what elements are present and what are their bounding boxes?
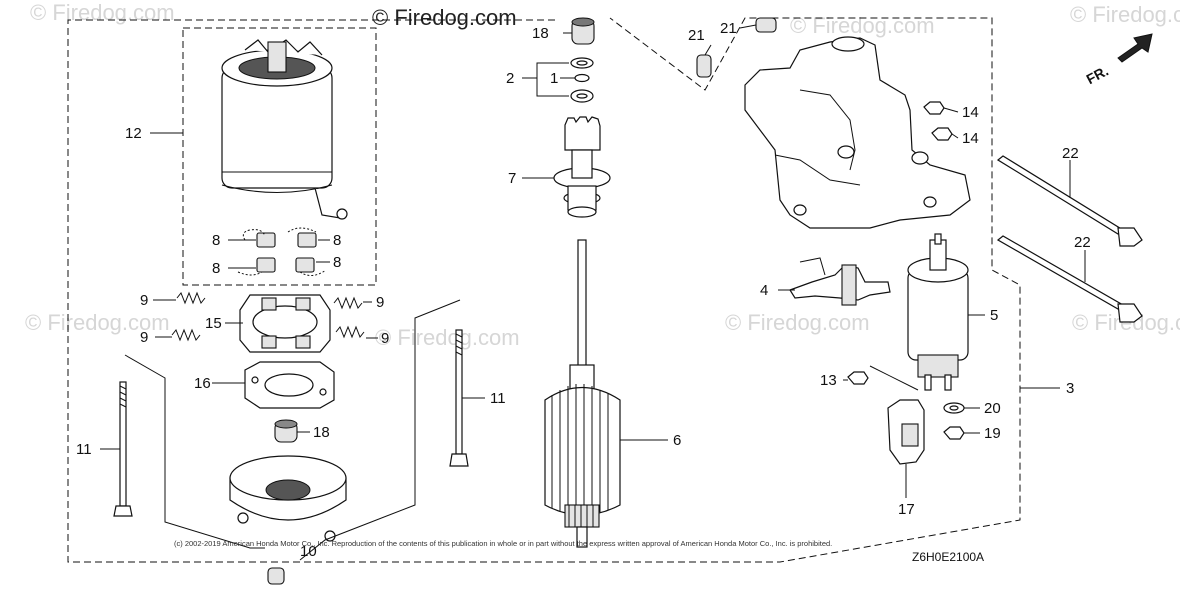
callout-14-b: 14 [962, 130, 979, 147]
bushing-part-18-upper [571, 17, 595, 45]
callout-14-a: 14 [962, 104, 979, 121]
callout-10: 10 [300, 543, 317, 560]
springs-part-9 [171, 291, 365, 342]
watermark-top-left: © Firedog.com [30, 0, 175, 25]
washers-part-1-2 [570, 57, 594, 103]
leader-bolt-11b-path [299, 299, 461, 561]
callout-18-upper: 18 [532, 25, 549, 42]
front-direction-indicator: FR. [1084, 33, 1153, 88]
leader-lines [100, 24, 1086, 498]
watermark-mid-center: © Firedog.com [375, 325, 520, 350]
callout-8-b: 8 [333, 232, 341, 249]
callout-4: 4 [760, 282, 768, 299]
callout-2: 2 [506, 70, 514, 87]
callout-17: 17 [898, 501, 915, 518]
callout-6: 6 [673, 432, 681, 449]
callout-7: 7 [508, 170, 516, 187]
callout-9-d: 9 [381, 330, 389, 347]
yoke-part-12 [221, 39, 348, 220]
dowel-part-21-b [755, 17, 777, 33]
callout-22-b: 22 [1074, 234, 1091, 251]
callout-21-a: 21 [688, 27, 705, 44]
pinion-part-7 [553, 116, 611, 218]
callout-8-a: 8 [212, 232, 220, 249]
callout-1: 1 [550, 70, 558, 87]
watermark-mid-left: © Firedog.com [25, 310, 170, 335]
cover-part-17 [887, 399, 925, 465]
callout-20: 20 [984, 400, 1001, 417]
callout-3: 3 [1066, 380, 1074, 397]
through-bolt-part-11-right [449, 329, 469, 467]
leader-bolt-11-path [124, 354, 265, 549]
bolt-part-22-b [996, 235, 1143, 323]
callout-11-left: 11 [76, 441, 92, 458]
bushing-part-18-bottom [267, 567, 285, 585]
callout-9-b: 9 [376, 294, 384, 311]
watermark-top-right: © Firedog.com [1070, 2, 1180, 27]
callout-9-a: 9 [140, 292, 148, 309]
assembly-boundary [67, 17, 1021, 563]
watermark-mid-right: © Firedog.com [725, 310, 870, 335]
front-label: FR. [1084, 63, 1111, 88]
callout-13: 13 [820, 372, 837, 389]
dowel-part-21-a [696, 54, 712, 78]
callout-5: 5 [990, 307, 998, 324]
callout-22-a: 22 [1062, 145, 1079, 162]
callout-labels: 12 18 2 1 7 8 8 8 8 9 9 9 9 15 16 18 11 … [76, 20, 1091, 560]
nut-part-13 [847, 371, 869, 385]
lever-part-4 [789, 257, 891, 306]
brush-holder-part-15 [239, 294, 331, 353]
callout-12: 12 [125, 125, 142, 142]
brush-group-boundary [182, 27, 377, 286]
callout-8-d: 8 [333, 254, 341, 271]
armature-part-6 [544, 239, 621, 548]
callout-21-b: 21 [720, 20, 737, 37]
nut-part-14-a [923, 101, 945, 115]
callout-18-lower: 18 [313, 424, 330, 441]
through-bolt-part-11-left [113, 381, 133, 517]
watermark-main: © Firedog.com [372, 5, 517, 30]
housing-part-3 [744, 36, 971, 229]
watermark-top-mid: © Firedog.com [790, 13, 935, 38]
solenoid-part-5 [907, 233, 969, 391]
bolt-part-22-a [996, 155, 1143, 247]
callout-19: 19 [984, 425, 1001, 442]
bushing-part-18-lower [274, 419, 298, 443]
callout-8-c: 8 [212, 260, 220, 277]
end-cover-part-10 [229, 455, 347, 542]
plate-part-16 [244, 361, 335, 409]
nut-part-19 [943, 426, 965, 440]
washer-part-20 [943, 402, 965, 414]
nut-part-14-b [931, 127, 953, 141]
copyright-notice: (c) 2002-2019 American Honda Motor Co., … [174, 539, 832, 548]
callout-11-right: 11 [490, 390, 506, 407]
callout-15: 15 [205, 315, 222, 332]
callout-16: 16 [194, 375, 211, 392]
callout-9-c: 9 [140, 329, 148, 346]
diagram-code: Z6H0E2100A [912, 550, 984, 564]
brushes-part-8 [237, 227, 327, 276]
